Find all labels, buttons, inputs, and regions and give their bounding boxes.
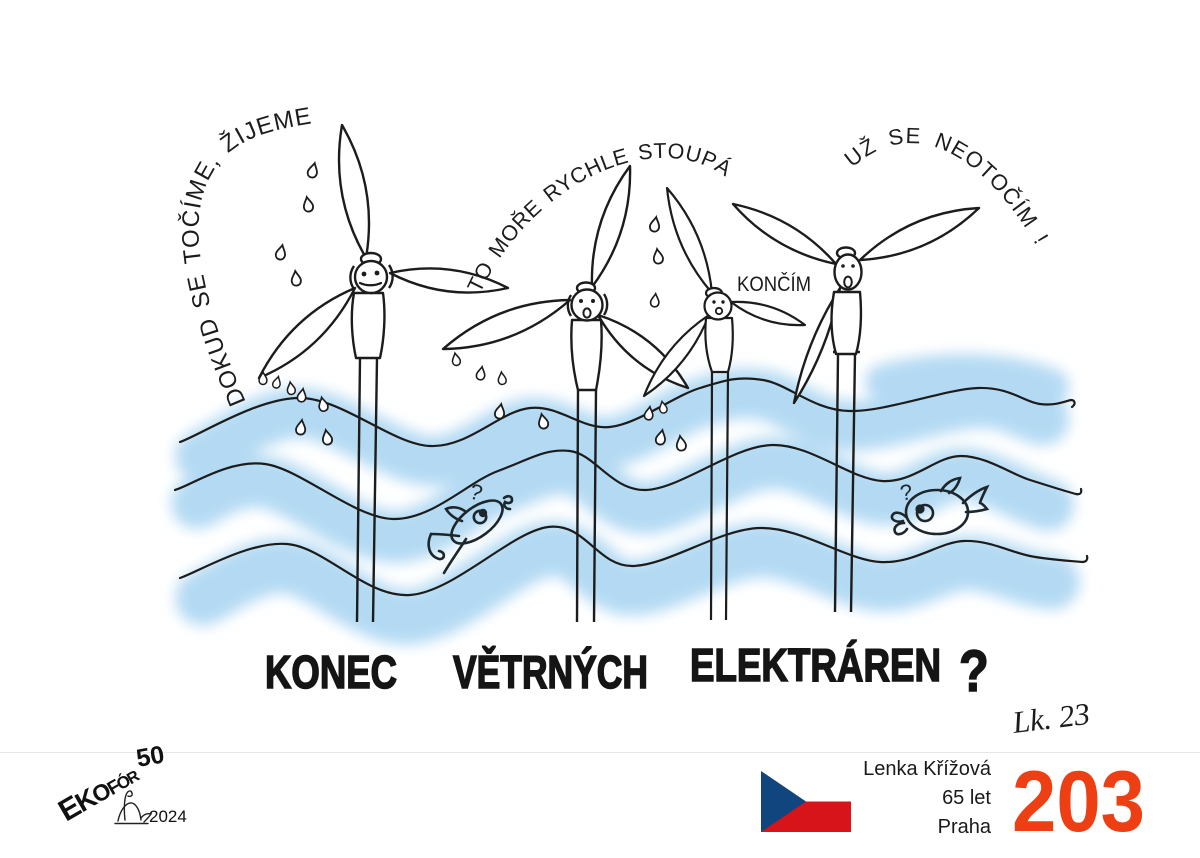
svg-text:DOKUD SE TOČÍME, ŽIJEME: DOKUD SE TOČÍME, ŽIJEME [176,102,314,410]
svg-text:KONEC: KONEC [265,646,397,698]
svg-text:Praha: Praha [938,816,992,838]
svg-text:KONČÍM: KONČÍM [737,273,811,296]
svg-text:65 let: 65 let [942,787,991,809]
svg-text:50: 50 [134,741,166,773]
svg-text:ELEKTRÁREN: ELEKTRÁREN [690,639,941,691]
svg-text:?: ? [959,640,989,704]
svg-text:?: ? [898,479,914,505]
svg-text:VĚTRNÝCH: VĚTRNÝCH [453,646,648,698]
svg-text:203: 203 [1012,754,1145,850]
svg-text:2024: 2024 [149,807,187,826]
svg-text:Lk. 23: Lk. 23 [1010,696,1092,740]
svg-text:Lenka Křížová: Lenka Křížová [863,758,992,780]
